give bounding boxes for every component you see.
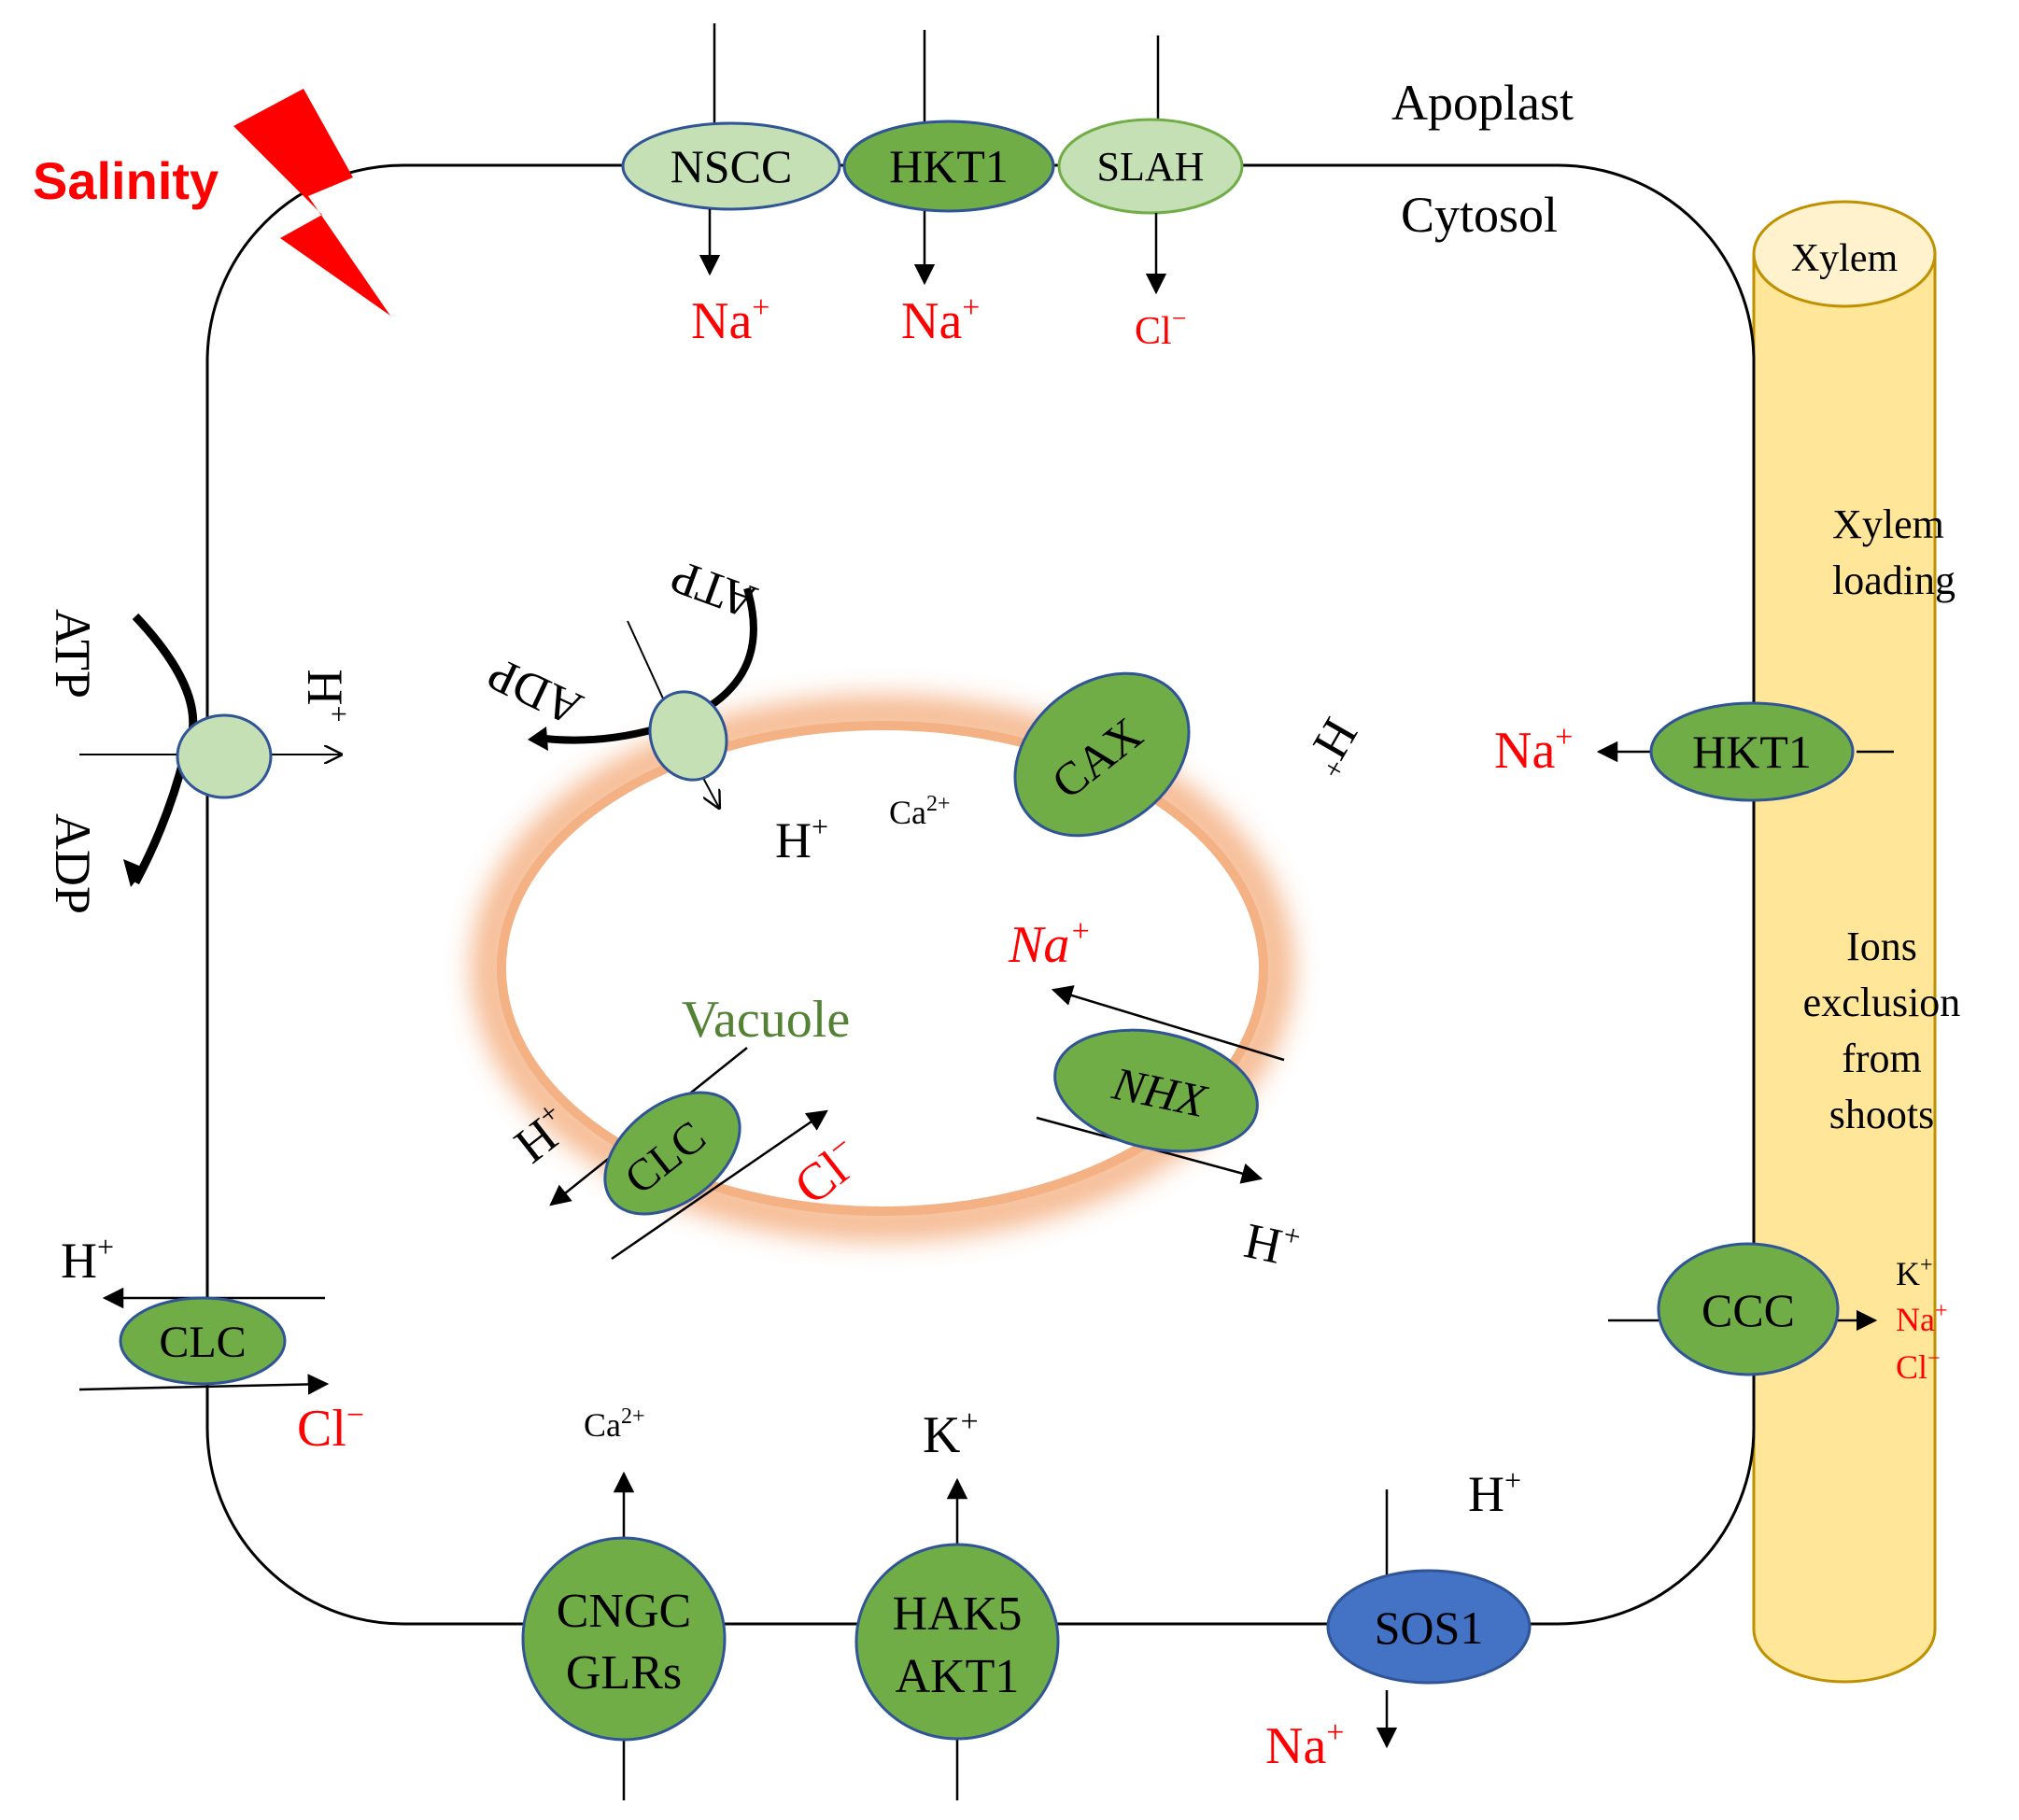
cytosol-label: Cytosol	[1401, 187, 1558, 243]
vac-ca-ion: Ca2+	[889, 792, 951, 831]
clc-plasma-transporter: CLC H+ Cl−	[61, 1230, 364, 1458]
slah-transporter: SLAH Cl−	[1057, 35, 1244, 353]
hkt1-top-label: HKT1	[889, 140, 1009, 192]
clc-plasma-label: CLC	[159, 1318, 246, 1367]
slah-label: SLAH	[1097, 144, 1205, 190]
sos1-antiporter: SOS1 H+ Na+	[1265, 1463, 1532, 1775]
lightning-bolt-icon	[233, 89, 390, 316]
ccc-transporter: CCC K+ Na+ Cl−	[1608, 1242, 1948, 1386]
hak5-k-ion: K+	[923, 1404, 979, 1464]
vac-atp-label: ATP	[664, 549, 763, 628]
ions-exclusion-line1: Ions	[1846, 924, 1917, 969]
apoplast-label: Apoplast	[1391, 75, 1574, 131]
ions-exclusion-line3: from	[1842, 1036, 1922, 1081]
plasma-atp-label: ATP	[45, 609, 101, 698]
hak5-akt1-transporter: HAK5 AKT1 K+	[854, 1404, 1060, 1800]
ions-exclusion-line2: exclusion	[1803, 980, 1961, 1025]
xylem-loading-line1: Xylem	[1832, 501, 1944, 547]
akt1-label: AKT1	[896, 1650, 1020, 1703]
xylem-loading-line2: loading	[1832, 557, 1955, 603]
ions-exclusion-line4: shoots	[1829, 1092, 1934, 1137]
nscc-label: NSCC	[671, 140, 793, 192]
plasma-h-ion: H+	[297, 669, 356, 722]
ccc-cl-ion: Cl−	[1896, 1347, 1941, 1386]
sos1-label: SOS1	[1375, 1601, 1484, 1654]
hkt1-top-transporter: HKT1 Na+	[842, 30, 1055, 350]
salinity-indicator: Salinity	[33, 89, 390, 316]
clc-plasma-cl-ion: Cl−	[297, 1398, 364, 1458]
nscc-na-ion: Na+	[691, 290, 769, 350]
hkt1-top-na-ion: Na+	[901, 290, 980, 350]
hkt1-xylem-na-ion: Na+	[1494, 720, 1573, 780]
xylem-label: Xylem	[1791, 237, 1899, 280]
hkt1-xylem-label: HKT1	[1692, 726, 1812, 778]
nscc-transporter: NSCC Na+	[621, 23, 841, 350]
glrs-label: GLRs	[566, 1646, 682, 1700]
nhx-na-ion: Na+	[1008, 914, 1091, 974]
vacuolar-atpase-pump: ATP ADP H+ Ca2+	[480, 549, 951, 868]
clc-plasma-h-ion: H+	[61, 1230, 114, 1289]
plasma-atpase-pump: ATP ADP H+	[45, 609, 356, 914]
ccc-label: CCC	[1701, 1284, 1795, 1336]
vacuole-label: Vacuole	[682, 991, 850, 1049]
ccc-na-ion: Na+	[1896, 1299, 1948, 1338]
nhx-h-ion: H+	[1240, 1209, 1305, 1277]
sos1-na-ion: Na+	[1265, 1715, 1344, 1775]
slah-cl-ion: Cl−	[1135, 304, 1186, 353]
vac-h-ion: H+	[775, 810, 828, 868]
hkt1-xylem-transporter: HKT1 Na+	[1494, 701, 1894, 802]
cax-h-ion: H+	[1293, 709, 1371, 784]
ccc-k-ion: K+	[1896, 1253, 1933, 1292]
vac-adp-label: ADP	[480, 646, 590, 736]
cngc-glrs-channel: CNGC GLRs Ca2+	[521, 1404, 727, 1800]
cngc-ca-ion: Ca2+	[584, 1404, 645, 1444]
nhx-transporter: NHX Na+ H+	[1008, 914, 1305, 1277]
salinity-label: Salinity	[33, 151, 219, 210]
cngc-label: CNGC	[557, 1585, 691, 1638]
plasma-adp-label: ADP	[45, 813, 101, 914]
hak5-label: HAK5	[893, 1587, 1023, 1641]
sos1-h-ion: H+	[1468, 1463, 1521, 1522]
